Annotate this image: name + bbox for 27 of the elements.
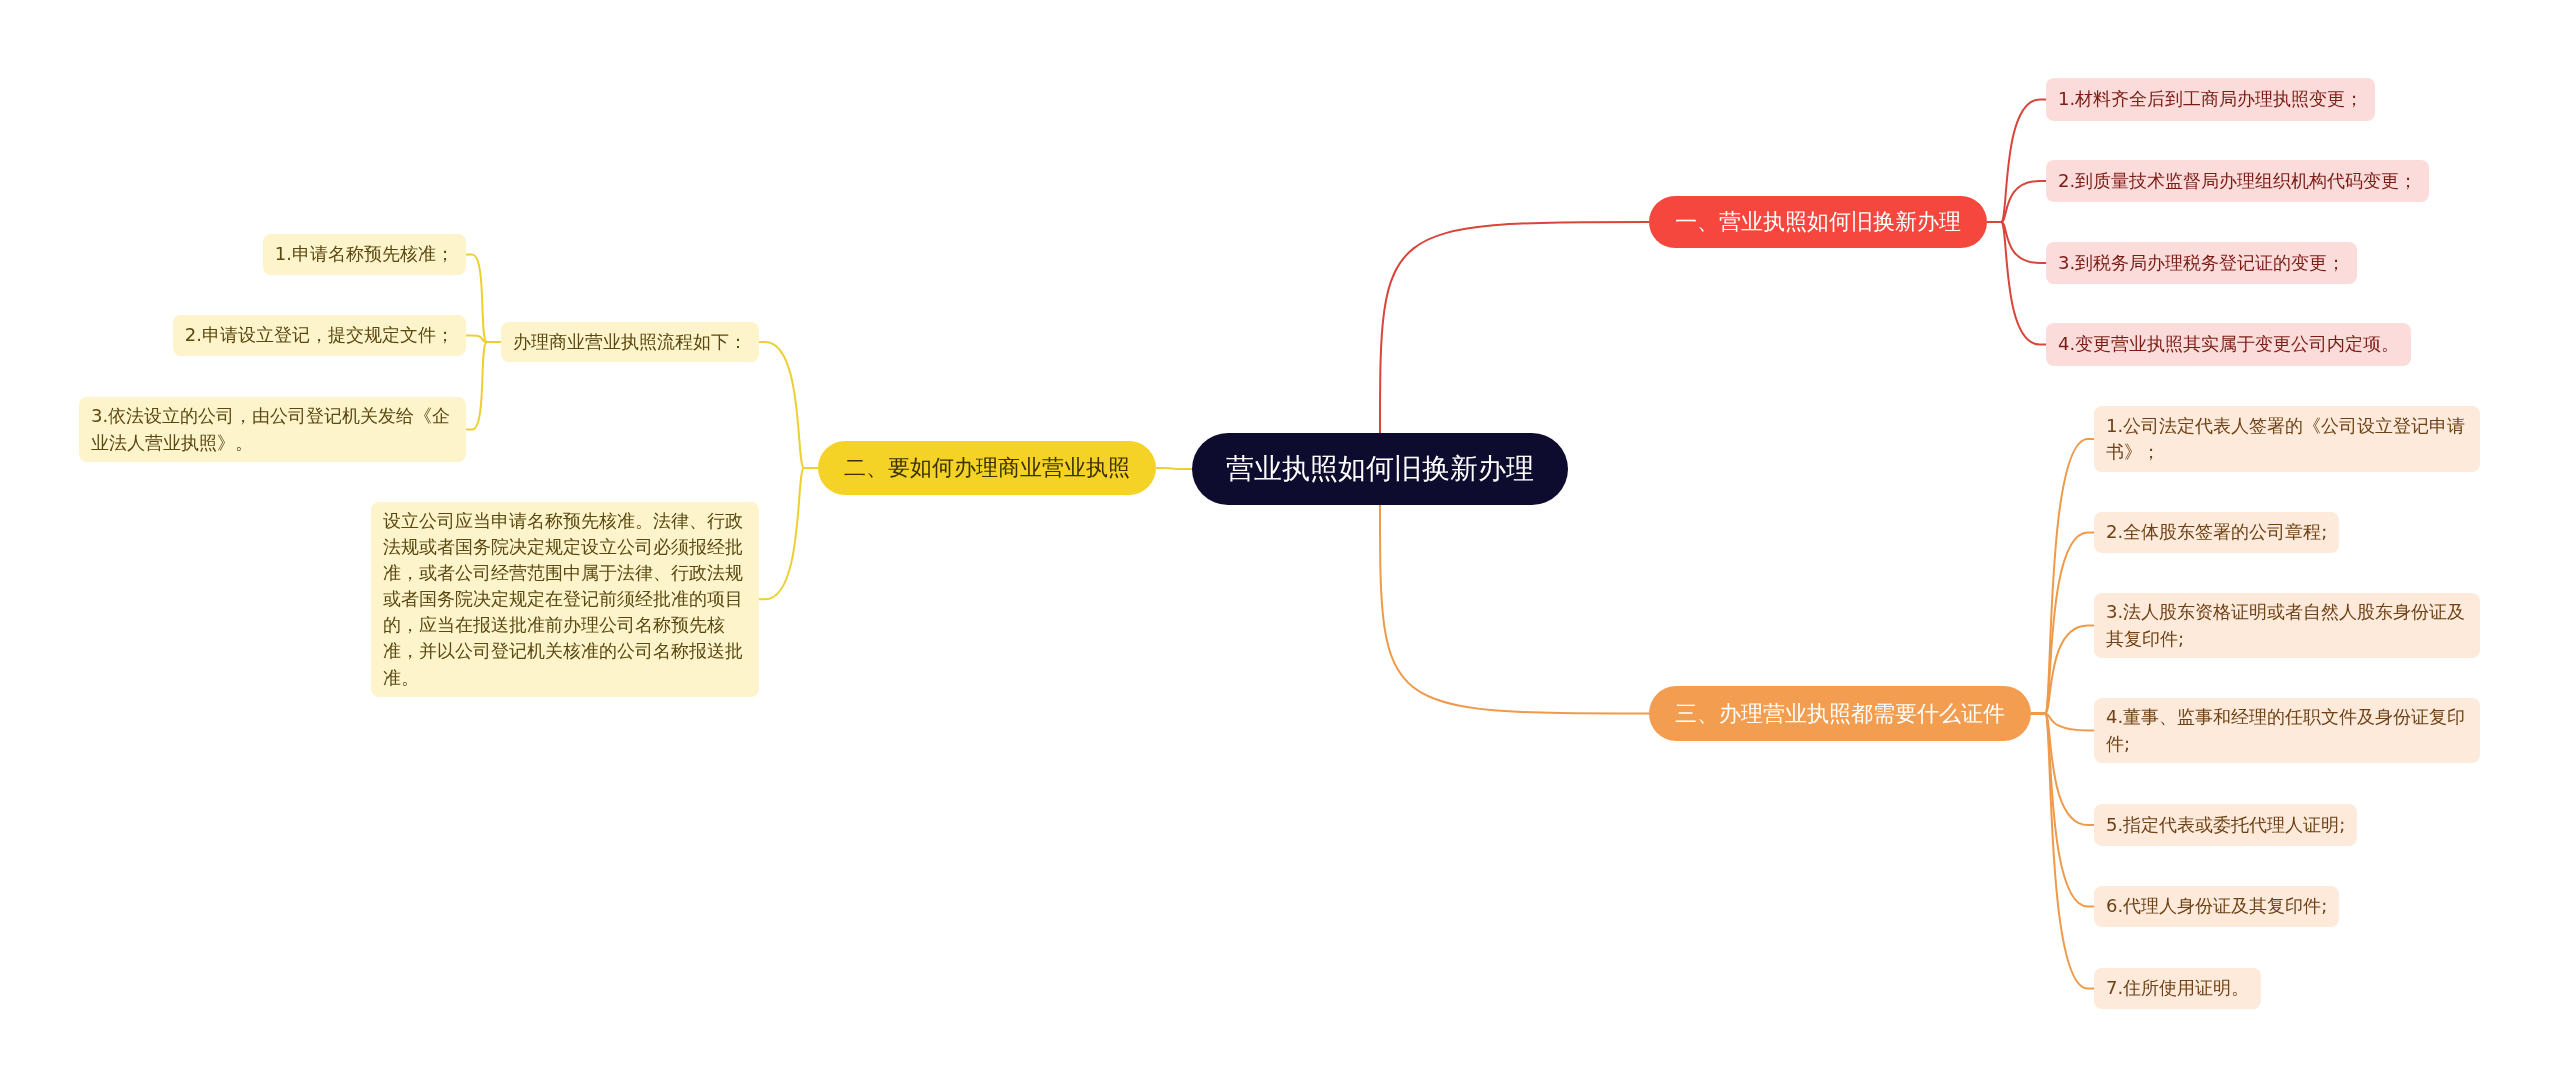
connector-line <box>758 467 819 601</box>
subtopic-box: 4.董事、监事和经理的任职文件及身份证复印件; <box>2094 698 2480 763</box>
subtopic-box: 2.申请设立登记，提交规定文件； <box>172 315 466 356</box>
subtopic-box: 2.全体股东签署的公司章程; <box>2094 512 2340 553</box>
central-topic-box: 营业执照如何旧换新办理 <box>1192 433 1568 505</box>
subtopic-box: 3.法人股东资格证明或者自然人股东身份证及其复印件; <box>2094 593 2480 658</box>
subtopic-box: 1.材料齐全后到工商局办理执照变更； <box>2046 78 2376 121</box>
branch-topic-box: 一、营业执照如何旧换新办理 <box>1649 196 1987 248</box>
branch-topic-box: 二、要如何办理商业营业执照 <box>818 441 1156 495</box>
subtopic-box: 办理商业营业执照流程如下： <box>501 322 759 362</box>
subtopic-box: 1.申请名称预先核准； <box>262 234 466 275</box>
subtopic-box: 3.到税务局办理税务登记证的变更； <box>2046 242 2358 284</box>
subtopic-box: 5.指定代表或委托代理人证明; <box>2094 804 2358 846</box>
connector-line <box>1379 504 1650 715</box>
subtopic-box: 3.依法设立的公司，由公司登记机关发给《企业法人营业执照》。 <box>79 397 466 462</box>
subtopic-box: 4.变更营业执照其实属于变更公司内定项。 <box>2046 323 2412 366</box>
subtopic-box: 7.住所使用证明。 <box>2094 968 2262 1009</box>
subtopic-box: 设立公司应当申请名称预先核准。法律、行政法规或者国务院决定规定设立公司必须报经批准，或者公司经营范围中属于法律、行政法规或者国务院决定规定在登记前须经批准的项目的，应当在报送批准前办理公司名称预先核准，并以公司登记机关核准的公司名称报送批准。 <box>371 502 759 697</box>
connector-line <box>1155 467 1193 470</box>
connector-line <box>465 341 502 431</box>
subtopic-box: 2.到质量技术监督局办理组织机构代码变更； <box>2046 160 2430 202</box>
connector-line <box>1986 221 2047 346</box>
connector-line <box>1379 221 1650 434</box>
subtopic-box: 1.公司法定代表人签署的《公司设立登记申请书》； <box>2094 406 2480 472</box>
connector-line <box>2030 712 2095 990</box>
subtopic-box: 6.代理人身份证及其复印件; <box>2094 886 2340 927</box>
branch-topic-box: 三、办理营业执照都需要什么证件 <box>1649 686 2031 741</box>
